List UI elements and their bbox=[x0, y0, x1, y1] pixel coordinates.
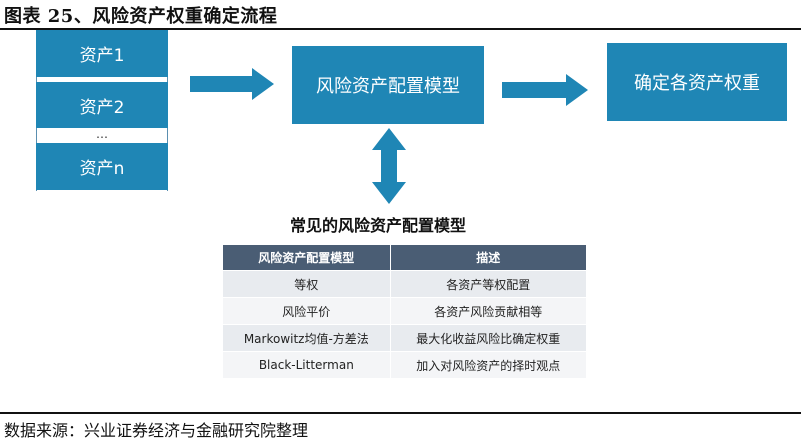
table-row: Markowitz均值-方差法 最大化收益风险比确定权重 bbox=[222, 324, 588, 352]
asset-n-label: 资产n bbox=[79, 159, 125, 179]
section-title: 常见的风险资产配置模型 bbox=[289, 216, 466, 235]
row-description: 各资产风险贡献相等 bbox=[389, 297, 588, 325]
asset-n-box: 资产n bbox=[36, 143, 168, 190]
asset-1-box: 资产1 bbox=[36, 30, 168, 77]
output-box: 确定各资产权重 bbox=[607, 43, 787, 121]
output-box-label: 确定各资产权重 bbox=[634, 73, 760, 94]
row-description: 最大化收益风险比确定权重 bbox=[389, 324, 588, 352]
header-model: 风险资产配置模型 bbox=[222, 244, 391, 271]
table-row: Black-Litterman 加入对风险资产的择时观点 bbox=[222, 351, 588, 379]
header-description: 描述 bbox=[389, 244, 588, 271]
right-arrow-1 bbox=[190, 68, 274, 100]
asset-2-label: 资产2 bbox=[79, 97, 125, 118]
asset-ellipsis: … bbox=[96, 127, 108, 141]
asset-1-label: 资产1 bbox=[79, 46, 125, 66]
row-description: 各资产等权配置 bbox=[389, 270, 588, 298]
row-model: 风险平价 bbox=[222, 297, 391, 325]
row-model: Black-Litterman bbox=[222, 351, 391, 379]
bottom-rule bbox=[0, 412, 801, 414]
row-model: 等权 bbox=[222, 270, 391, 298]
figure-title: 图表 25、风险资产权重确定流程 bbox=[4, 6, 278, 27]
row-model: Markowitz均值-方差法 bbox=[222, 324, 391, 352]
table-row: 等权 各资产等权配置 bbox=[222, 270, 588, 298]
asset-2-box: 资产2 bbox=[36, 82, 168, 128]
right-arrow-2 bbox=[502, 74, 588, 106]
model-box: 风险资产配置模型 bbox=[292, 46, 484, 124]
top-rule bbox=[0, 28, 801, 30]
table-header-row: 风险资产配置模型 描述 bbox=[222, 244, 588, 271]
model-box-label: 风险资产配置模型 bbox=[316, 76, 460, 97]
table-row: 风险平价 各资产风险贡献相等 bbox=[222, 297, 588, 325]
source-note: 数据来源：兴业证券经济与金融研究院整理 bbox=[4, 421, 309, 440]
row-description: 加入对风险资产的择时观点 bbox=[389, 351, 588, 379]
models-table: 风险资产配置模型 描述 等权 各资产等权配置 风险平价 各资产风险贡献相等 Ma… bbox=[222, 244, 588, 379]
vertical-double-arrow bbox=[372, 128, 406, 204]
